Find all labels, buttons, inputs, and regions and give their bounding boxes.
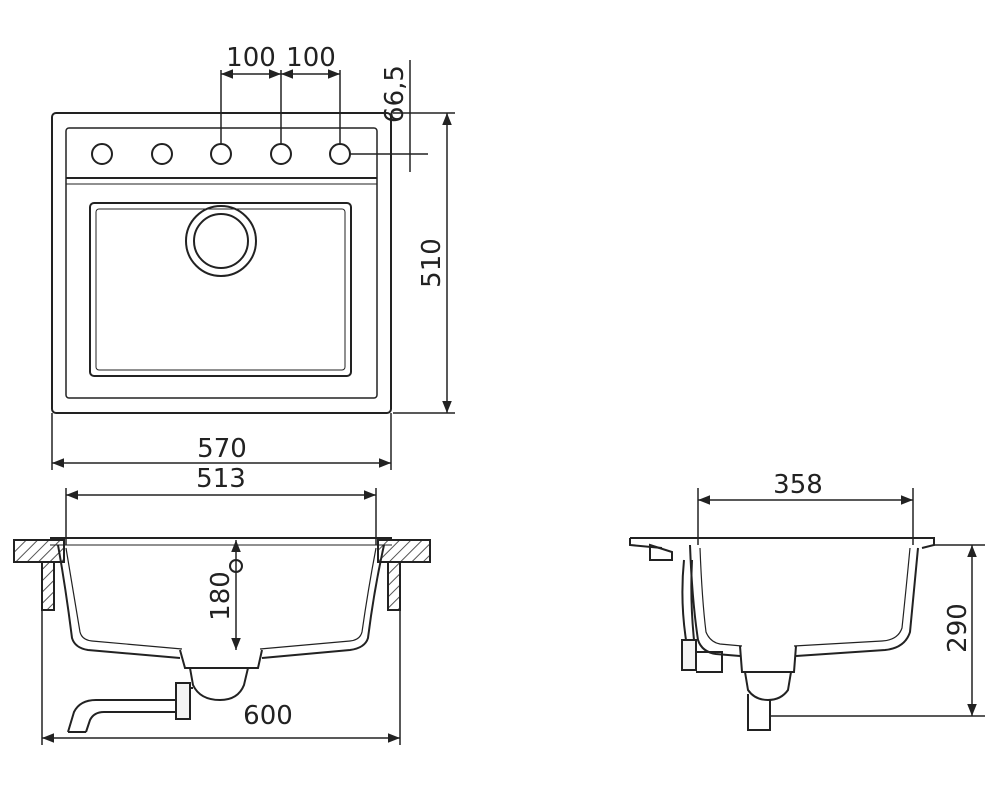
side-bowl-inner [699, 547, 911, 647]
bowl-outer [57, 544, 385, 659]
tap-hole-1 [91, 143, 113, 165]
drain-outer [185, 205, 257, 277]
dim-cabinet-width: 600 [243, 701, 293, 731]
dim-bowl-width: 513 [196, 464, 246, 494]
sink-outer-outline [51, 112, 392, 414]
worktop-left [13, 539, 65, 563]
dim-bowl-inner-width: 358 [773, 470, 823, 500]
dim-overall-depth: 290 [943, 603, 973, 653]
dim-hole-spacing-left: 100 [226, 43, 276, 73]
dim-top-depth: 510 [417, 238, 447, 288]
drain-inner [193, 213, 249, 269]
side-section-dimensions [697, 488, 985, 717]
tap-hole-4 [270, 143, 292, 165]
top-view-dimensions [51, 60, 455, 470]
tap-hole-3 [210, 143, 232, 165]
worktop-right [377, 539, 431, 563]
dim-drain-height: 180 [206, 571, 236, 621]
top-view [51, 112, 392, 414]
side-tailpiece [747, 694, 771, 731]
cabinet-wall-left [41, 561, 55, 611]
dim-hole-offset: 66,5 [380, 65, 410, 123]
dim-hole-spacing-right: 100 [286, 43, 336, 73]
drain-body [179, 649, 263, 669]
sink-inner-rim [65, 127, 378, 399]
side-bowl-outer [689, 544, 919, 657]
bowl-inner [65, 547, 377, 650]
cabinet-wall-right [387, 561, 401, 611]
side-drain [739, 645, 797, 673]
dim-top-width: 570 [197, 434, 247, 464]
tap-hole-2 [151, 143, 173, 165]
side-section-view [629, 537, 935, 731]
tap-holes [91, 143, 351, 165]
side-rim [629, 537, 935, 549]
front-section-view [13, 537, 431, 733]
basin-outline [89, 202, 352, 377]
siphon-pipe [67, 682, 193, 733]
tap-hole-5 [329, 143, 351, 165]
front-section-dimensions [41, 488, 401, 745]
